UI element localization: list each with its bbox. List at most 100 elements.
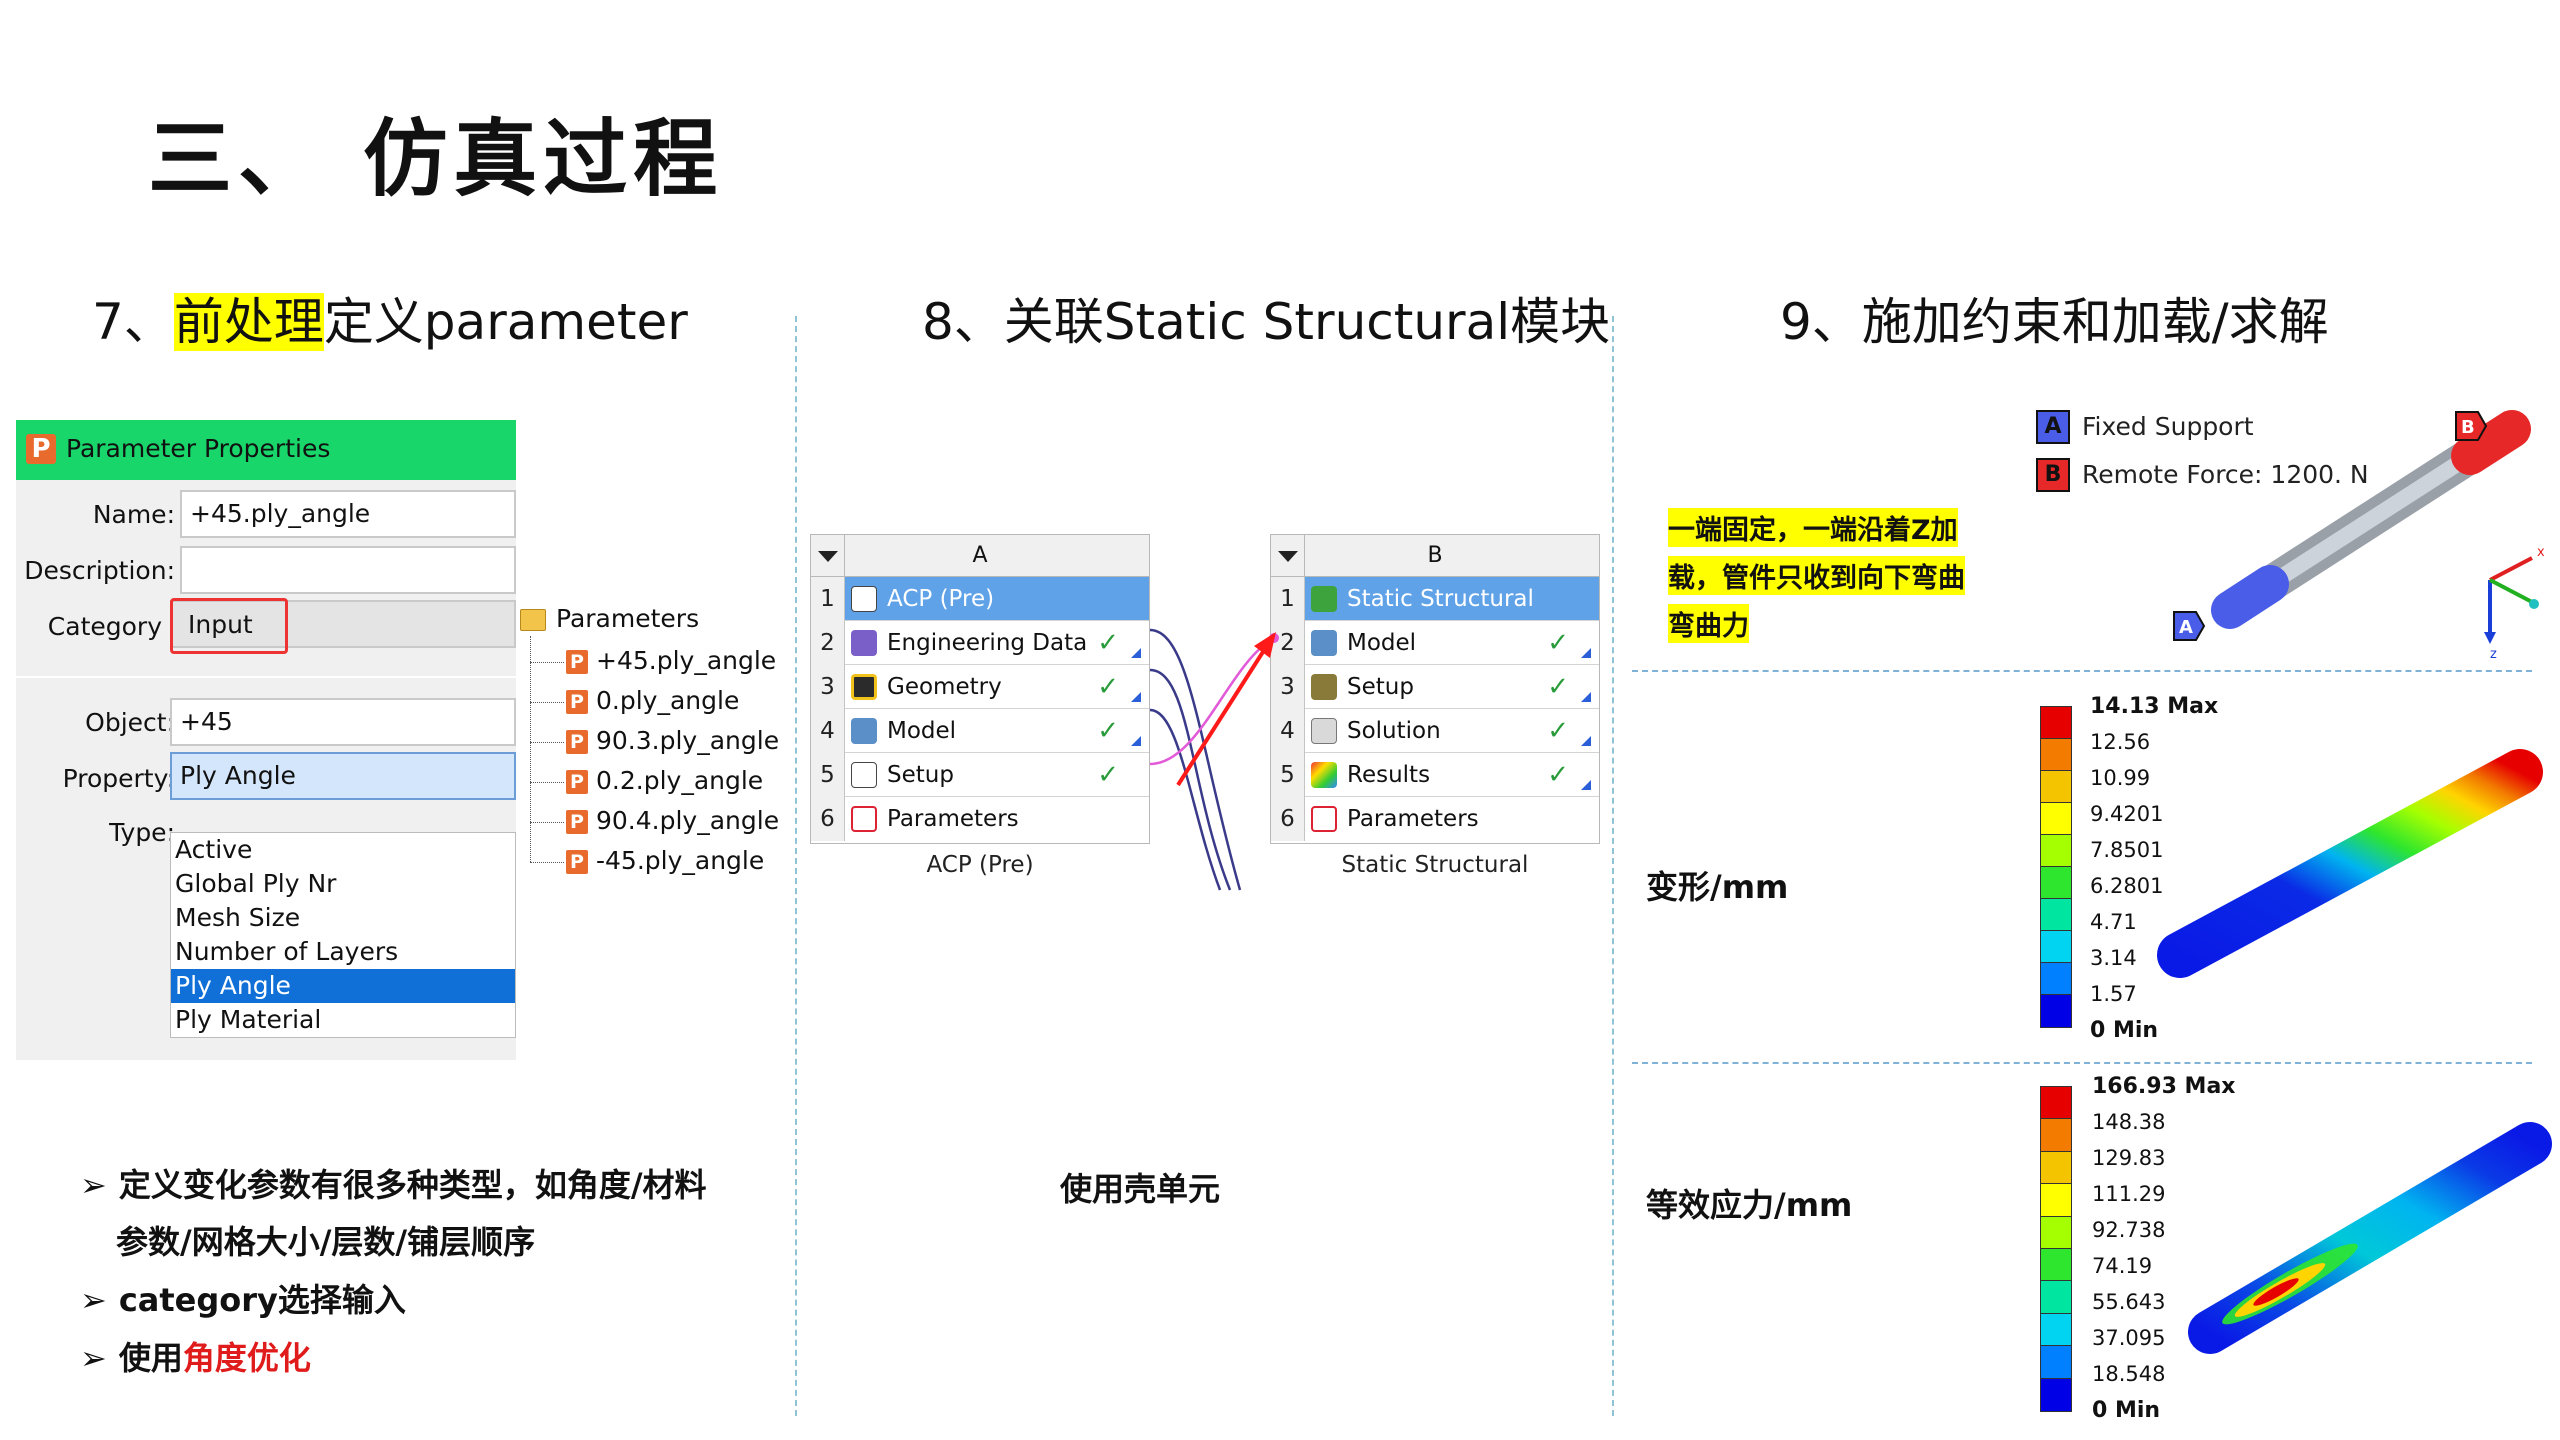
property-field[interactable]: Ply Angle: [170, 752, 516, 800]
engineering-data-book-icon: [851, 630, 877, 656]
parameter-properties-header: P Parameter Properties: [16, 420, 516, 480]
fixed-support-label: Fixed Support: [2082, 412, 2254, 441]
type-option-active[interactable]: Active: [175, 835, 253, 864]
system-a-row-1[interactable]: 1 ACP (Pre): [811, 577, 1149, 621]
tree-branch: [530, 702, 564, 703]
fixed-support-face: [2211, 565, 2289, 629]
system-a-row-5[interactable]: 5 Setup ✓: [811, 753, 1149, 797]
tree-item-plus45-ply-angle[interactable]: P+45.ply_angle: [566, 646, 776, 675]
deformation-value: 6.2801: [2090, 874, 2164, 898]
update-corner-icon: [1131, 692, 1141, 702]
chevron-down-icon[interactable]: [1271, 535, 1305, 577]
red-arrow-head: [1254, 632, 1276, 658]
deformation-value: 10.99: [2090, 766, 2151, 790]
panel-separator: [16, 676, 516, 678]
type-option-mesh-size[interactable]: Mesh Size: [175, 903, 301, 932]
row-number: 2: [811, 621, 845, 665]
results-contour-icon: [1311, 762, 1337, 788]
type-option-number-of-layers[interactable]: Number of Layers: [175, 937, 399, 966]
row-label: Solution: [1347, 718, 1441, 744]
parameter-p-icon: P: [566, 730, 588, 754]
bullet-3-emphasis: 角度优化: [182, 1339, 311, 1377]
colorbar-band: [2041, 899, 2071, 931]
system-a-row-4[interactable]: 4 Model ✓: [811, 709, 1149, 753]
stress-contour-plot: [2188, 1122, 2552, 1354]
stress-hotspot: [2253, 1278, 2299, 1306]
system-b-row-3[interactable]: 3 Setup ✓: [1271, 665, 1599, 709]
colorbar-band: [2041, 1119, 2071, 1152]
row-number: 1: [811, 577, 845, 621]
section-7-title: 7、前处理定义parameter: [92, 282, 688, 354]
tree-connector: [530, 636, 531, 862]
system-b-static-structural[interactable]: B 1 Static Structural 2 Model ✓ 3 Setup …: [1270, 534, 1600, 844]
section-7-highlight: 前处理: [173, 293, 324, 351]
system-b-row-4[interactable]: 4 Solution ✓: [1271, 709, 1599, 753]
update-corner-icon: [1581, 780, 1591, 790]
setup-gear-icon: [851, 762, 877, 788]
type-option-ply-angle[interactable]: Ply Angle: [171, 969, 515, 1003]
stress-value: 111.29: [2092, 1182, 2166, 1206]
colorbar-band: [2041, 1346, 2071, 1379]
system-a-acp-pre[interactable]: A 1 ACP (Pre) 2 Engineering Data ✓ 3 Geo…: [810, 534, 1150, 844]
type-option-global-ply-nr[interactable]: Global Ply Nr: [175, 869, 337, 898]
section-9-title: 9、施加约束和加载/求解: [1780, 293, 2329, 351]
static-structural-icon: [1311, 586, 1337, 612]
system-a-row-6[interactable]: 6 Parameters: [811, 797, 1149, 841]
colorbar-band: [2041, 835, 2071, 867]
system-b-row-6[interactable]: 6 Parameters: [1271, 797, 1599, 841]
category-field[interactable]: [170, 600, 516, 648]
system-b-row-2[interactable]: 2 Model ✓: [1271, 621, 1599, 665]
colorbar-band: [2041, 995, 2071, 1027]
remote-force-label: Remote Force: 1200. N: [2082, 460, 2369, 489]
colorbar-band: [2041, 1087, 2071, 1120]
tree-item-label: 90.3.ply_angle: [596, 726, 780, 755]
type-label: Type:: [109, 818, 175, 847]
category-label: Category: [47, 612, 162, 641]
deformed-pipe: [2157, 749, 2543, 978]
parameter-p-icon: P: [566, 650, 588, 674]
property-label: Property:: [62, 764, 175, 793]
system-a-row-3[interactable]: 3 Geometry ✓: [811, 665, 1149, 709]
colorbar-band: [2041, 1378, 2071, 1411]
update-corner-icon: [1581, 648, 1591, 658]
deformation-value: 9.4201: [2090, 802, 2164, 826]
marker-a-flag: [2173, 611, 2206, 641]
system-b-row-5[interactable]: 5 Results ✓: [1271, 753, 1599, 797]
tree-item-minus45-ply-angle[interactable]: P-45.ply_angle: [566, 846, 764, 875]
stress-value: 129.83: [2092, 1146, 2166, 1170]
tree-item-90-3-ply-angle[interactable]: P 90.3.ply_angle: [566, 726, 779, 755]
update-corner-icon: [1131, 648, 1141, 658]
deformation-min: 0 Min: [2090, 1018, 2159, 1043]
row-label: Setup: [1347, 674, 1414, 700]
name-field[interactable]: +45.ply_angle: [180, 490, 516, 538]
type-option-ply-material[interactable]: Ply Material: [175, 1005, 322, 1034]
stress-value: 74.19: [2092, 1254, 2153, 1278]
description-field[interactable]: [180, 546, 516, 594]
section-7-rest: 定义parameter: [323, 293, 688, 351]
object-label: Object:: [85, 708, 175, 737]
parameters-tree-root[interactable]: Parameters: [520, 604, 699, 633]
category-highlight-box: [170, 598, 288, 654]
link-line: [1150, 628, 1242, 891]
deformation-value: 4.71: [2090, 910, 2137, 934]
object-field[interactable]: +45: [170, 698, 516, 746]
system-a-column-label: A: [972, 543, 988, 568]
setup-support-icon: [1311, 674, 1337, 700]
load-note-line-1: 一端固定，一端沿着Z加: [1668, 508, 1958, 547]
bullet-2: ➢category选择输入: [80, 1275, 406, 1321]
row-number: 3: [811, 665, 845, 709]
system-b-row-1[interactable]: 1 Static Structural: [1271, 577, 1599, 621]
deformation-colorbar: [2040, 706, 2072, 1028]
system-b-header: B: [1271, 535, 1599, 577]
stress-colorbar: [2040, 1086, 2072, 1412]
deformation-label: 变形/mm: [1646, 868, 1789, 906]
colorbar-band: [2041, 1151, 2071, 1185]
geometry-icon: [851, 674, 877, 700]
chevron-down-icon[interactable]: [811, 535, 845, 577]
parameters-icon: [1311, 806, 1337, 832]
system-a-row-2[interactable]: 2 Engineering Data ✓: [811, 621, 1149, 665]
row-label: Results: [1347, 762, 1431, 788]
